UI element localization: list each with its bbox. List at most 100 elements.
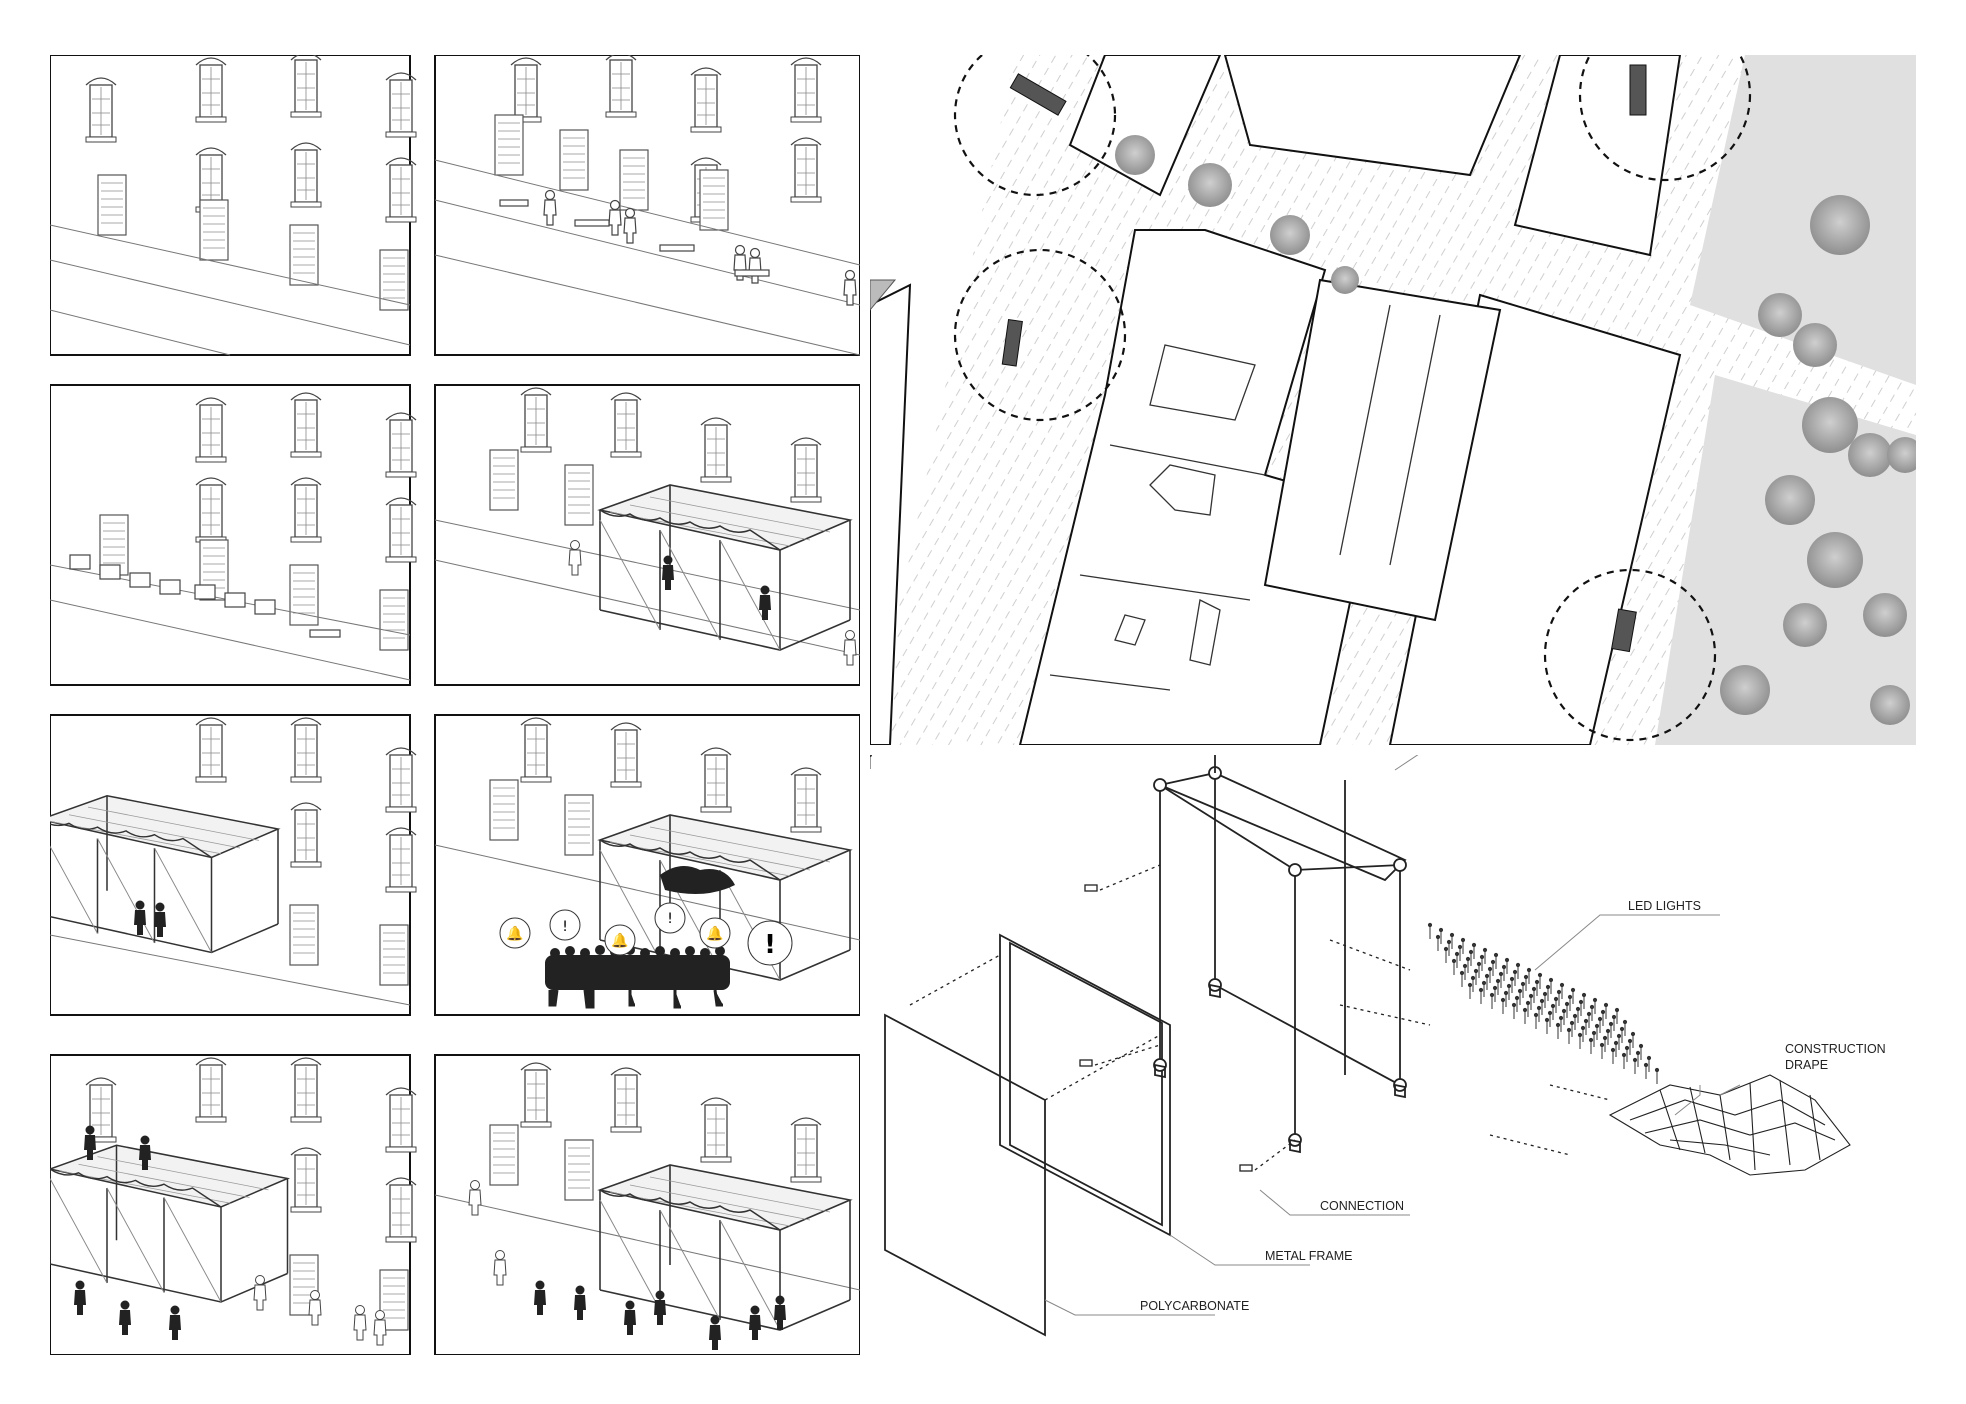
led-bulb bbox=[1511, 1002, 1517, 1008]
led-bulb bbox=[1597, 1016, 1603, 1022]
led-bulb bbox=[1542, 991, 1548, 997]
led-bulb bbox=[1613, 1040, 1619, 1046]
led-bulb bbox=[1451, 958, 1457, 964]
led-bulb bbox=[1586, 1011, 1592, 1017]
led-bulb bbox=[1555, 1022, 1561, 1028]
storyboard-panel-5 bbox=[50, 714, 417, 1016]
led-bulb bbox=[1476, 961, 1482, 967]
led-bulb bbox=[1443, 946, 1449, 952]
led-bulb bbox=[1561, 1008, 1567, 1014]
led-bulb bbox=[1580, 1025, 1586, 1031]
led-bulb bbox=[1481, 980, 1487, 986]
led-bulb bbox=[1487, 966, 1493, 972]
led-bulb bbox=[1484, 973, 1490, 979]
led-bulb bbox=[1556, 989, 1562, 995]
led-bulb bbox=[1506, 983, 1512, 989]
exploded-axonometric: LED LIGHTS CONSTRUCTION DRAPE CONNECTION… bbox=[870, 755, 1916, 1375]
led-bulb bbox=[1492, 985, 1498, 991]
led-bulb bbox=[1467, 982, 1473, 988]
led-bulb bbox=[1621, 1052, 1627, 1058]
led-bulb bbox=[1610, 1047, 1616, 1053]
led-bulb bbox=[1512, 969, 1518, 975]
led-bulb bbox=[1577, 1032, 1583, 1038]
bubble-1: 🔔 bbox=[506, 925, 523, 942]
led-bulb bbox=[1435, 934, 1441, 940]
storyboard-panel-3 bbox=[50, 384, 417, 686]
led-bulb bbox=[1503, 990, 1509, 996]
led-bulb bbox=[1572, 1013, 1578, 1019]
label-construction: CONSTRUCTION bbox=[1785, 1042, 1886, 1056]
led-bulb bbox=[1646, 1055, 1652, 1061]
led-bulb bbox=[1522, 1007, 1528, 1013]
bubble-4: ! bbox=[667, 911, 673, 927]
led-bulb bbox=[1564, 1001, 1570, 1007]
led-bulb bbox=[1462, 963, 1468, 969]
led-bulb bbox=[1638, 1043, 1644, 1049]
connection-bolts bbox=[1079, 884, 1253, 1172]
speech-bubbles: 🔔 ! 🔔 ! 🔔 ! bbox=[499, 902, 793, 966]
led-bulb bbox=[1581, 992, 1587, 998]
led-bulb bbox=[1611, 1014, 1617, 1020]
led-bulb bbox=[1460, 937, 1466, 943]
led-bulb bbox=[1605, 1028, 1611, 1034]
led-bulb bbox=[1627, 1038, 1633, 1044]
led-bulb bbox=[1545, 984, 1551, 990]
led-bulb bbox=[1427, 922, 1433, 928]
scaffold-structure bbox=[1153, 755, 1407, 1154]
storyboard-panel-7 bbox=[50, 1054, 417, 1355]
led-bulb bbox=[1558, 1015, 1564, 1021]
label-connection: CONNECTION bbox=[1320, 1199, 1404, 1213]
led-bulb bbox=[1523, 974, 1529, 980]
led-bulb bbox=[1465, 956, 1471, 962]
led-bulb bbox=[1470, 975, 1476, 981]
led-bulb bbox=[1591, 1030, 1597, 1036]
led-bulb bbox=[1654, 1067, 1660, 1073]
storyboard-panel-2 bbox=[434, 55, 860, 356]
led-bulb bbox=[1550, 1003, 1556, 1009]
led-bulb bbox=[1548, 977, 1554, 983]
led-bulb bbox=[1594, 1023, 1600, 1029]
bubble-5: 🔔 bbox=[706, 925, 723, 942]
led-bulb bbox=[1446, 939, 1452, 945]
led-bulb bbox=[1459, 970, 1465, 976]
led-bulb bbox=[1547, 1010, 1553, 1016]
led-bulb bbox=[1495, 978, 1501, 984]
led-bulb bbox=[1544, 1017, 1550, 1023]
storyboard: 🔔 ! 🔔 ! 🔔 ! bbox=[50, 55, 860, 1355]
led-bulb bbox=[1482, 947, 1488, 953]
led-bulb bbox=[1553, 996, 1559, 1002]
label-polycarbonate: POLYCARBONATE bbox=[1140, 1299, 1249, 1313]
led-bulb bbox=[1528, 993, 1534, 999]
led-bulb bbox=[1578, 999, 1584, 1005]
label-metal-frame: METAL FRAME bbox=[1265, 1249, 1353, 1263]
label-led-lights: LED LIGHTS bbox=[1628, 899, 1701, 913]
led-bulb bbox=[1614, 1007, 1620, 1013]
storyboard-panel-4 bbox=[434, 384, 860, 686]
led-bulb bbox=[1603, 1002, 1609, 1008]
led-bulb bbox=[1449, 932, 1455, 938]
led-bulb bbox=[1498, 971, 1504, 977]
axonometric-drawing: LED LIGHTS CONSTRUCTION DRAPE CONNECTION… bbox=[870, 755, 1886, 1337]
led-bulb bbox=[1514, 995, 1520, 1001]
led-bulb bbox=[1622, 1019, 1628, 1025]
led-bulb bbox=[1504, 957, 1510, 963]
bubble-2: ! bbox=[562, 919, 568, 935]
led-bulb bbox=[1515, 962, 1521, 968]
led-bulb bbox=[1471, 942, 1477, 948]
led-bulb bbox=[1643, 1062, 1649, 1068]
led-bulb bbox=[1501, 964, 1507, 970]
led-bulb bbox=[1533, 1012, 1539, 1018]
site-plan-drawing bbox=[870, 55, 1916, 745]
led-bulb bbox=[1438, 927, 1444, 933]
led-bulb bbox=[1509, 976, 1515, 982]
led-bulb bbox=[1602, 1035, 1608, 1041]
led-bulb bbox=[1457, 944, 1463, 950]
bubble-6: ! bbox=[764, 930, 776, 960]
led-bulb bbox=[1624, 1045, 1630, 1051]
led-bulb bbox=[1473, 968, 1479, 974]
led-bulb bbox=[1490, 959, 1496, 965]
led-bulb bbox=[1635, 1050, 1641, 1056]
label-drape: DRAPE bbox=[1785, 1058, 1828, 1072]
led-bulb bbox=[1583, 1018, 1589, 1024]
led-field bbox=[870, 755, 873, 769]
